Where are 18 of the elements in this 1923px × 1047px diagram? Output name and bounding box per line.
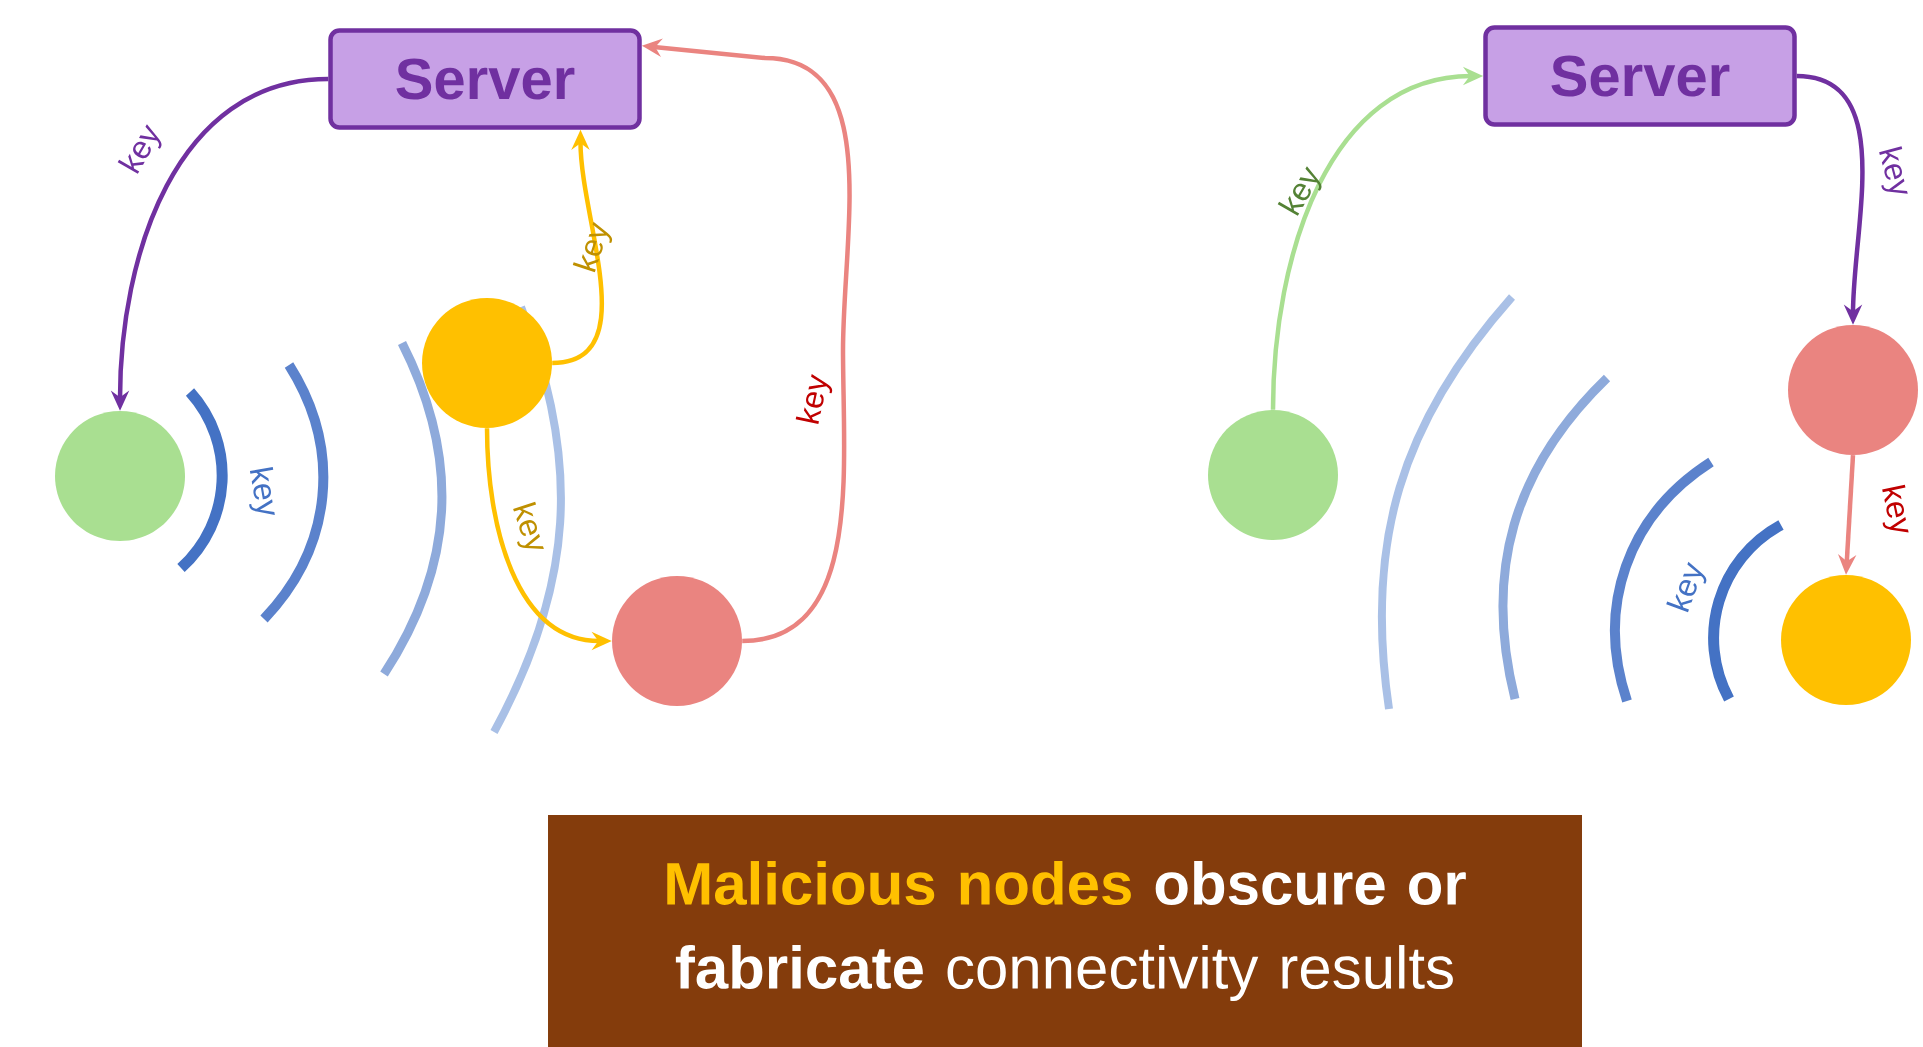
edge-label: key xyxy=(1879,146,1908,194)
wave-label: key xyxy=(249,467,275,515)
edge-label: key xyxy=(1277,166,1322,216)
circle-node xyxy=(1788,325,1918,455)
circle-node xyxy=(1208,410,1338,540)
server-box: Server xyxy=(1483,25,1797,127)
edge-label: key xyxy=(572,221,613,273)
circle-node xyxy=(612,576,742,706)
circle-node xyxy=(1781,575,1911,705)
circle-node xyxy=(55,411,185,541)
edge-label: key xyxy=(513,501,544,549)
edge-label: key xyxy=(1882,484,1909,533)
edge-label: key xyxy=(795,373,833,424)
circle-node xyxy=(422,298,552,428)
caption-box: Malicious nodes obscure or fabricate connectivity results xyxy=(548,815,1582,1047)
edge-label: key xyxy=(117,124,162,174)
wave-label: key xyxy=(1666,561,1707,613)
server-box: Server xyxy=(328,28,642,130)
